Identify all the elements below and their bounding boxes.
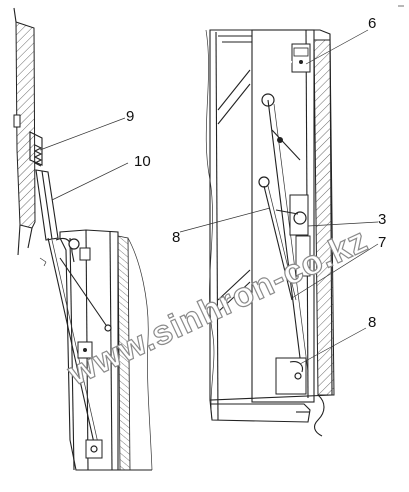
callout-9: 9 bbox=[126, 108, 134, 125]
spring bbox=[33, 144, 43, 167]
callout-6: 6 bbox=[368, 15, 376, 32]
right-assembly bbox=[205, 5, 404, 437]
top-bracket bbox=[291, 43, 311, 73]
left-door-panel bbox=[15, 21, 36, 229]
callout-3: 3 bbox=[378, 211, 386, 228]
right-wall bbox=[313, 39, 335, 396]
left-assembly bbox=[13, 7, 153, 471]
callout-8-left: 8 bbox=[172, 229, 180, 246]
callout-7: 7 bbox=[378, 234, 386, 251]
leader-lines bbox=[39, 29, 379, 365]
left-door-bracket bbox=[13, 114, 21, 128]
callout-8-right: 8 bbox=[368, 314, 376, 331]
gas-strut bbox=[35, 169, 59, 241]
callout-10: 10 bbox=[134, 153, 151, 170]
